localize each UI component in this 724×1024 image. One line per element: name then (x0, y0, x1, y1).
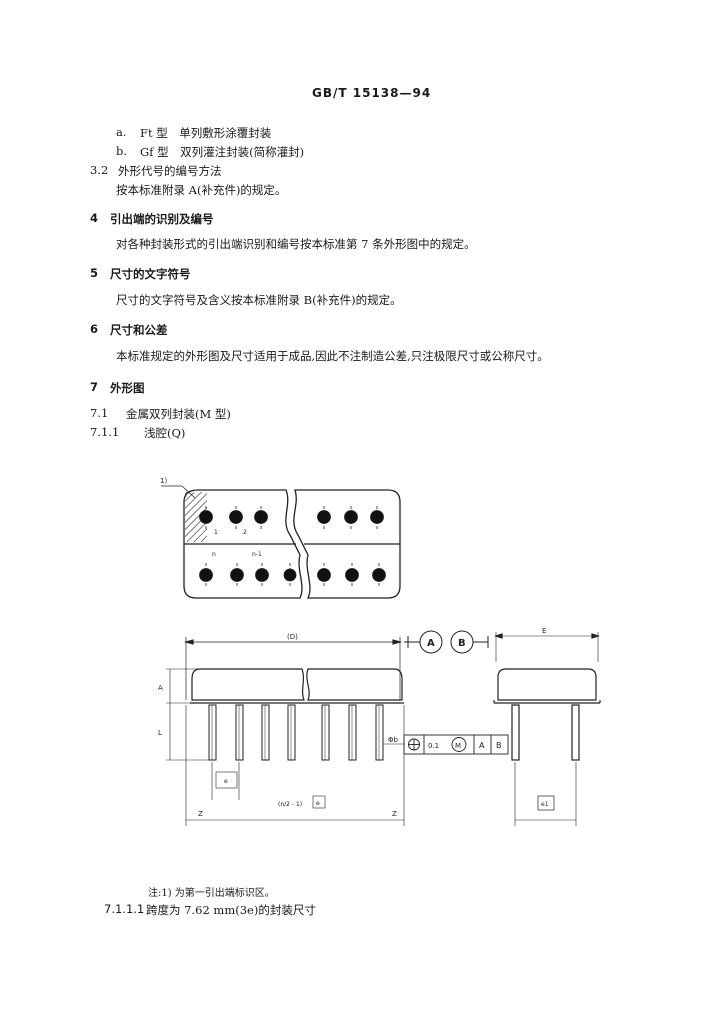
section-7-1-1-1-title: 跨度为 7.62 mm(3e)的封装尺寸 (146, 903, 316, 917)
dim-e-box: e (316, 800, 320, 807)
tol-m: M (455, 742, 461, 750)
tol-value: 0.1 (428, 742, 439, 750)
pin1-marker-area (185, 492, 207, 542)
side-view (166, 637, 404, 761)
top-view (183, 489, 401, 599)
section-7-1-1-number: 7.1.1 (90, 425, 120, 439)
datum-markers (404, 630, 489, 654)
section-7-title: 外形图 (110, 381, 145, 395)
section-5-title: 尺寸的文字符号 (110, 267, 191, 281)
section-5-number: 5 (90, 266, 99, 280)
list-item-a-label: a. (116, 125, 127, 139)
section-7-1-1-title: 浅腔(Q) (144, 426, 186, 440)
pin-label-2: 2 (243, 529, 247, 536)
section-5-body: 尺寸的文字符号及含义按本标准附录 B(补充件)的规定。 (116, 293, 402, 307)
pin-label-1: 1 (214, 529, 218, 536)
pin-circle (370, 510, 384, 524)
pin-circle (254, 510, 268, 524)
pin-circle (317, 510, 331, 524)
end-view (493, 632, 601, 826)
tol-datum-b: B (496, 741, 502, 750)
note-marker: 1) (160, 477, 167, 485)
dim-phi-b: Φb (388, 736, 399, 744)
section-3-2-title: 外形代号的编号方法 (118, 164, 222, 178)
pin-circle (229, 510, 243, 524)
top-row-pins (199, 506, 384, 530)
dim-n-expr: (n/2 - 1) (278, 801, 302, 808)
section-7-number: 7 (90, 380, 99, 394)
section-4-body: 对各种封装形式的引出端识别和编号按本标准第 7 条外形图中的规定。 (116, 237, 476, 251)
pin-circle (199, 510, 213, 524)
list-item-b-label: b. (116, 144, 128, 158)
tolerance-frame (383, 734, 509, 755)
section-6-body: 本标准规定的外形图及尺寸适用于成品,因此不注制造公差,只注极限尺寸或公称尺寸。 (116, 349, 549, 363)
dim-Z-left: Z (198, 810, 203, 818)
section-6-title: 尺寸和公差 (110, 323, 168, 337)
section-7-1-number: 7.1 (90, 406, 109, 420)
section-7-1-1-1-number: 7.1.1.1 (104, 902, 145, 916)
dim-e1: e1 (541, 801, 549, 808)
document-header: GB/T 15138—94 (312, 86, 432, 100)
datum-A: A (427, 638, 435, 649)
tol-datum-a: A (479, 741, 485, 750)
section-4-title: 引出端的识别及编号 (110, 212, 214, 226)
side-view-leads (208, 704, 384, 761)
bottom-row-pins (199, 563, 386, 588)
dim-Z-right: Z (392, 810, 397, 818)
section-6-number: 6 (90, 322, 99, 336)
pin-label-n-minus-1: n-1 (252, 551, 262, 558)
dim-A: A (158, 684, 163, 692)
dim-e: e (224, 778, 228, 785)
list-item-a-text: Ft 型 单列敷形涂覆封装 (140, 126, 272, 140)
pin-label-n: n (212, 551, 216, 558)
dim-L: L (158, 729, 162, 737)
figure-note: 注:1) 为第一引出端标识区。 (148, 888, 275, 899)
dim-D: (D) (287, 633, 298, 641)
list-item-b-text: Gf 型 双列灌注封装(简称灌封) (140, 145, 305, 159)
section-7-1-title: 金属双列封装(M 型) (126, 407, 231, 421)
section-4-number: 4 (90, 211, 99, 225)
section-3-2-body: 按本标准附录 A(补充件)的规定。 (116, 183, 287, 197)
datum-B: B (458, 638, 466, 649)
section-3-2-number: 3.2 (90, 163, 109, 177)
pin-circle (344, 510, 358, 524)
dim-E: E (542, 627, 546, 635)
